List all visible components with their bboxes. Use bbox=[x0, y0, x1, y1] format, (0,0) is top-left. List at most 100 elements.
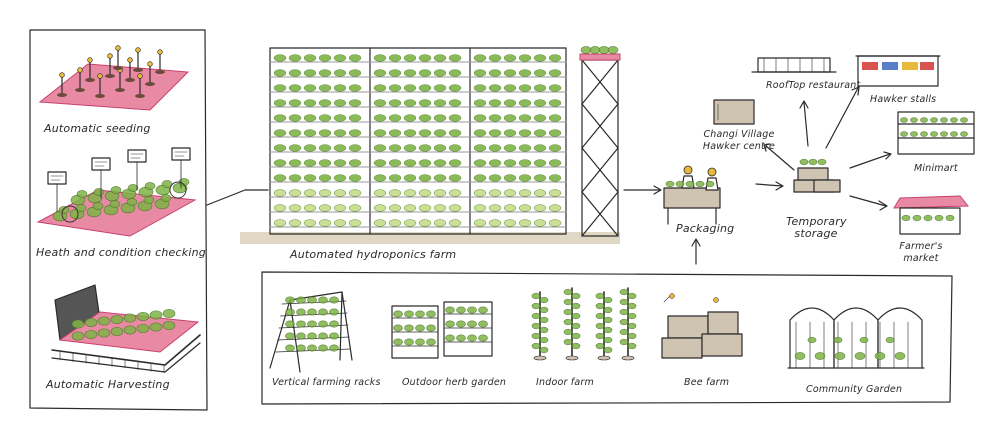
crop-icon bbox=[348, 84, 362, 92]
label-herb-garden: Outdoor herb garden bbox=[402, 377, 507, 388]
crop-icon bbox=[548, 159, 562, 167]
crop-icon bbox=[403, 174, 417, 182]
crop-icon bbox=[473, 54, 487, 62]
leaf-icon bbox=[110, 326, 124, 337]
crop-icon bbox=[548, 219, 562, 227]
leaf-icon bbox=[960, 117, 968, 123]
crop-icon bbox=[288, 174, 302, 182]
label-automatic-seeding: Automatic seeding bbox=[44, 122, 151, 135]
crop-icon bbox=[403, 204, 417, 212]
leaf-icon bbox=[426, 324, 436, 332]
crop-icon bbox=[333, 144, 347, 152]
crop-icon bbox=[488, 99, 502, 107]
crop-icon bbox=[388, 84, 402, 92]
stall-sign bbox=[902, 62, 918, 70]
leaf-icon bbox=[97, 328, 111, 338]
leaf-icon bbox=[467, 306, 477, 314]
crop-icon bbox=[348, 54, 362, 62]
crop-icon bbox=[533, 69, 547, 77]
beehive-box bbox=[707, 311, 739, 335]
crop-icon bbox=[488, 219, 502, 227]
crop-icon bbox=[518, 174, 532, 182]
crop-icon bbox=[318, 219, 332, 227]
crop-icon bbox=[348, 99, 362, 107]
lift-brace bbox=[581, 191, 619, 237]
crop-icon bbox=[388, 129, 402, 137]
leaf-icon bbox=[595, 302, 605, 310]
crop-icon bbox=[273, 159, 287, 167]
crop-icon bbox=[303, 69, 317, 77]
crop-icon bbox=[503, 114, 517, 122]
crop-icon bbox=[488, 69, 502, 77]
seed-icon bbox=[157, 49, 163, 55]
farm-ground bbox=[240, 232, 620, 244]
crop-icon bbox=[373, 84, 387, 92]
crop-icon bbox=[448, 159, 462, 167]
leaf-icon bbox=[912, 214, 922, 222]
crop-icon bbox=[288, 159, 302, 167]
crop-icon bbox=[403, 114, 417, 122]
crop-icon bbox=[273, 204, 287, 212]
crop-icon bbox=[403, 99, 417, 107]
crop-icon bbox=[273, 69, 287, 77]
crop-icon bbox=[388, 114, 402, 122]
arrow-to-hawker-centre bbox=[765, 145, 795, 171]
crop-icon bbox=[348, 144, 362, 152]
leaf-icon bbox=[478, 320, 488, 328]
label-bee-farm: Bee farm bbox=[684, 377, 730, 388]
crop-icon bbox=[433, 84, 447, 92]
leaf-icon bbox=[58, 206, 70, 214]
crop-icon bbox=[333, 54, 347, 62]
rack-leg bbox=[339, 291, 343, 361]
leaf-icon bbox=[531, 322, 541, 330]
crop-icon bbox=[273, 174, 287, 182]
crop-icon bbox=[318, 69, 332, 77]
leaf-icon bbox=[144, 182, 156, 190]
leaf-icon bbox=[619, 328, 629, 336]
tower-base bbox=[597, 355, 611, 361]
leaf-icon bbox=[563, 298, 573, 306]
leaf-icon bbox=[675, 180, 685, 188]
leaf-icon bbox=[834, 352, 846, 360]
crop-icon bbox=[388, 174, 402, 182]
soil-plug bbox=[57, 93, 67, 97]
seed-icon bbox=[127, 57, 133, 63]
crop-icon bbox=[318, 99, 332, 107]
crop-icon bbox=[433, 189, 447, 197]
crop-icon bbox=[348, 174, 362, 182]
beehive-box bbox=[661, 337, 703, 359]
label-hawker-centre-line1: Changi Village bbox=[703, 129, 775, 140]
leaf-icon bbox=[285, 320, 295, 328]
leaf-icon bbox=[143, 196, 155, 204]
leaf-icon bbox=[571, 302, 581, 310]
check-sign bbox=[127, 149, 147, 163]
leaf-icon bbox=[923, 214, 933, 222]
leaf-icon bbox=[603, 296, 613, 304]
crop-icon bbox=[303, 114, 317, 122]
leaf-icon bbox=[571, 292, 581, 300]
crop-icon bbox=[388, 189, 402, 197]
crop-icon bbox=[473, 159, 487, 167]
crop-icon bbox=[303, 84, 317, 92]
label-hawker-centre-line2: Hawker centre bbox=[702, 141, 776, 152]
rack-frame bbox=[269, 291, 353, 369]
soil-plug bbox=[105, 74, 115, 78]
leaf-icon bbox=[685, 180, 695, 188]
label-automatic-harvesting: Automatic Harvesting bbox=[46, 378, 170, 391]
crop-icon bbox=[448, 189, 462, 197]
soil-plug bbox=[85, 78, 95, 82]
crop-icon bbox=[403, 69, 417, 77]
crop-icon bbox=[433, 129, 447, 137]
leaf-icon bbox=[136, 323, 150, 334]
crop-icon bbox=[488, 84, 502, 92]
leaf-icon bbox=[833, 336, 843, 344]
crop-icon bbox=[418, 159, 432, 167]
leaf-icon bbox=[84, 317, 98, 328]
crop-icon bbox=[373, 99, 387, 107]
leaf-icon bbox=[393, 338, 403, 346]
leaf-icon bbox=[607, 46, 619, 54]
leaf-icon bbox=[571, 312, 581, 320]
crop-icon bbox=[418, 84, 432, 92]
label-hawker-centre: Changi Village Hawker centre bbox=[702, 129, 776, 153]
